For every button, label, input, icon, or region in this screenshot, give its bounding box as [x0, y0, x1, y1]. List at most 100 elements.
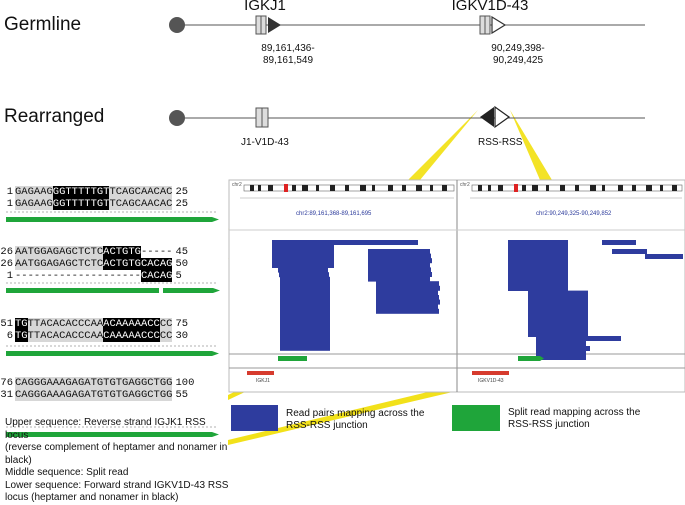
alignment-bars [6, 217, 220, 437]
igkv-coords: 90,249,398- 90,249,425 [491, 43, 545, 66]
sequence-notes: Upper sequence: Reverse strand IGJK1 RSS… [5, 417, 230, 505]
seq-start-number: 26 [0, 246, 13, 258]
read-bar [280, 318, 330, 324]
seq-start-number: 26 [0, 258, 13, 270]
igv-chrom-right: chr2 [460, 182, 470, 188]
seq-line: CAGGGAAAGAGATGTGTGAGGCTGG [15, 389, 173, 401]
legend-green-swatch [452, 405, 500, 431]
seq-end-number: 75 [175, 318, 189, 330]
yellow-funnel-upper-right [510, 110, 552, 180]
read-bar [508, 240, 568, 245]
note-line: Lower sequence: Forward strand IGKV1D-43… [5, 479, 229, 491]
igkj1-coords: 89,161,436- 89,161,549 [261, 43, 315, 66]
read-bar [528, 290, 588, 296]
gene-track-left [247, 371, 274, 375]
read-bar [368, 276, 430, 282]
read-bar [272, 263, 334, 268]
seq-line: AATGGAGAGCTCTCACTGTG----- [15, 246, 173, 258]
read-bar [368, 267, 431, 273]
junction-label: J1-V1D-43 [241, 137, 289, 148]
read-bar [376, 299, 440, 305]
read-bar [645, 254, 683, 259]
read-bar [508, 244, 568, 250]
read-bar [528, 327, 588, 333]
seq-end-number: 25 [175, 198, 189, 210]
read-bar [528, 318, 588, 324]
read-bar [575, 336, 621, 341]
igkj1-label: IGKJ1 [244, 0, 286, 14]
read-bar [280, 332, 330, 337]
read-bar [280, 276, 330, 282]
seq-end-number: 30 [175, 330, 189, 342]
rearranged-label: Rearranged [4, 106, 105, 127]
read-bar [508, 258, 568, 264]
seq-start-number: 31 [0, 389, 13, 401]
seq-line: TGTTACACACCCAAACAAAAACCCC [15, 318, 173, 330]
read-bar [280, 309, 330, 314]
gene-track-right [472, 371, 509, 375]
read-pairs-left [272, 240, 440, 351]
read-bar [508, 281, 568, 287]
igkv-label: IGKV1D-43 [451, 0, 529, 14]
seq-end-number: 25 [175, 186, 189, 198]
read-bar [280, 336, 330, 342]
chrom-ideogram-right [471, 184, 683, 192]
read-bar [536, 341, 586, 347]
seq-line: --------------------CACAG [15, 270, 173, 282]
read-bar [376, 281, 439, 287]
read-bar [280, 299, 330, 305]
read-bar [536, 336, 586, 342]
read-bar [528, 322, 588, 328]
split-read-left [278, 356, 307, 361]
read-bar [602, 240, 636, 245]
read-bar [280, 345, 330, 351]
rss-rss-label: RSS-RSS [478, 137, 523, 148]
legend-blue-swatch [231, 405, 278, 431]
seq-start-number: 1 [6, 270, 13, 282]
read-bar [508, 276, 568, 282]
read-bar [376, 295, 439, 300]
read-bar [368, 272, 432, 277]
note-line: Upper sequence: Reverse strand IGJK1 RSS… [5, 417, 206, 441]
seq-start-number: 6 [6, 330, 13, 342]
read-bar [280, 341, 330, 347]
note-line: Middle sequence: Split read [5, 467, 129, 478]
read-bar [302, 240, 418, 245]
read-bar [528, 299, 588, 305]
seq-start-number: 51 [0, 318, 13, 330]
seq-end-number: 45 [175, 246, 189, 258]
igkj1-rss-triangle [268, 17, 281, 33]
read-bar [280, 281, 330, 287]
legend-green-text: Split read mapping across the RSS-RSS ju… [508, 407, 641, 430]
seq-line: CAGGGAAAGAGATGTGTGAGGCTGG [15, 377, 173, 389]
read-bar [508, 263, 568, 268]
rss-rss-right-triangle [494, 105, 511, 129]
seq-end-number: 100 [175, 377, 195, 389]
seq-start-number: 1 [6, 198, 13, 210]
read-bar [508, 267, 568, 273]
read-bar [272, 253, 334, 259]
read-bar [528, 309, 588, 314]
read-bar [376, 285, 440, 291]
yellow-funnel-upper [408, 110, 478, 180]
read-bar [508, 272, 568, 278]
note-line: (reverse complement of heptamer and nona… [5, 442, 228, 453]
note-line: black) [5, 454, 32, 466]
read-bar [528, 295, 588, 301]
seq-end-number: 50 [175, 258, 189, 270]
seq-start-number: 1 [6, 186, 13, 198]
read-bar [528, 304, 588, 310]
read-bar [272, 244, 334, 250]
igkv-rss-triangle [491, 15, 507, 35]
read-bar [368, 253, 431, 259]
read-bar [368, 249, 430, 254]
read-bar [508, 249, 568, 255]
read-pairs-right [508, 240, 683, 360]
rss-rss-left-triangle [480, 107, 494, 127]
read-bar [280, 290, 330, 296]
read-bar [376, 308, 439, 314]
read-bar [508, 253, 568, 259]
chrom-ideogram-left [243, 184, 455, 192]
seq-start-number: 76 [0, 377, 13, 389]
